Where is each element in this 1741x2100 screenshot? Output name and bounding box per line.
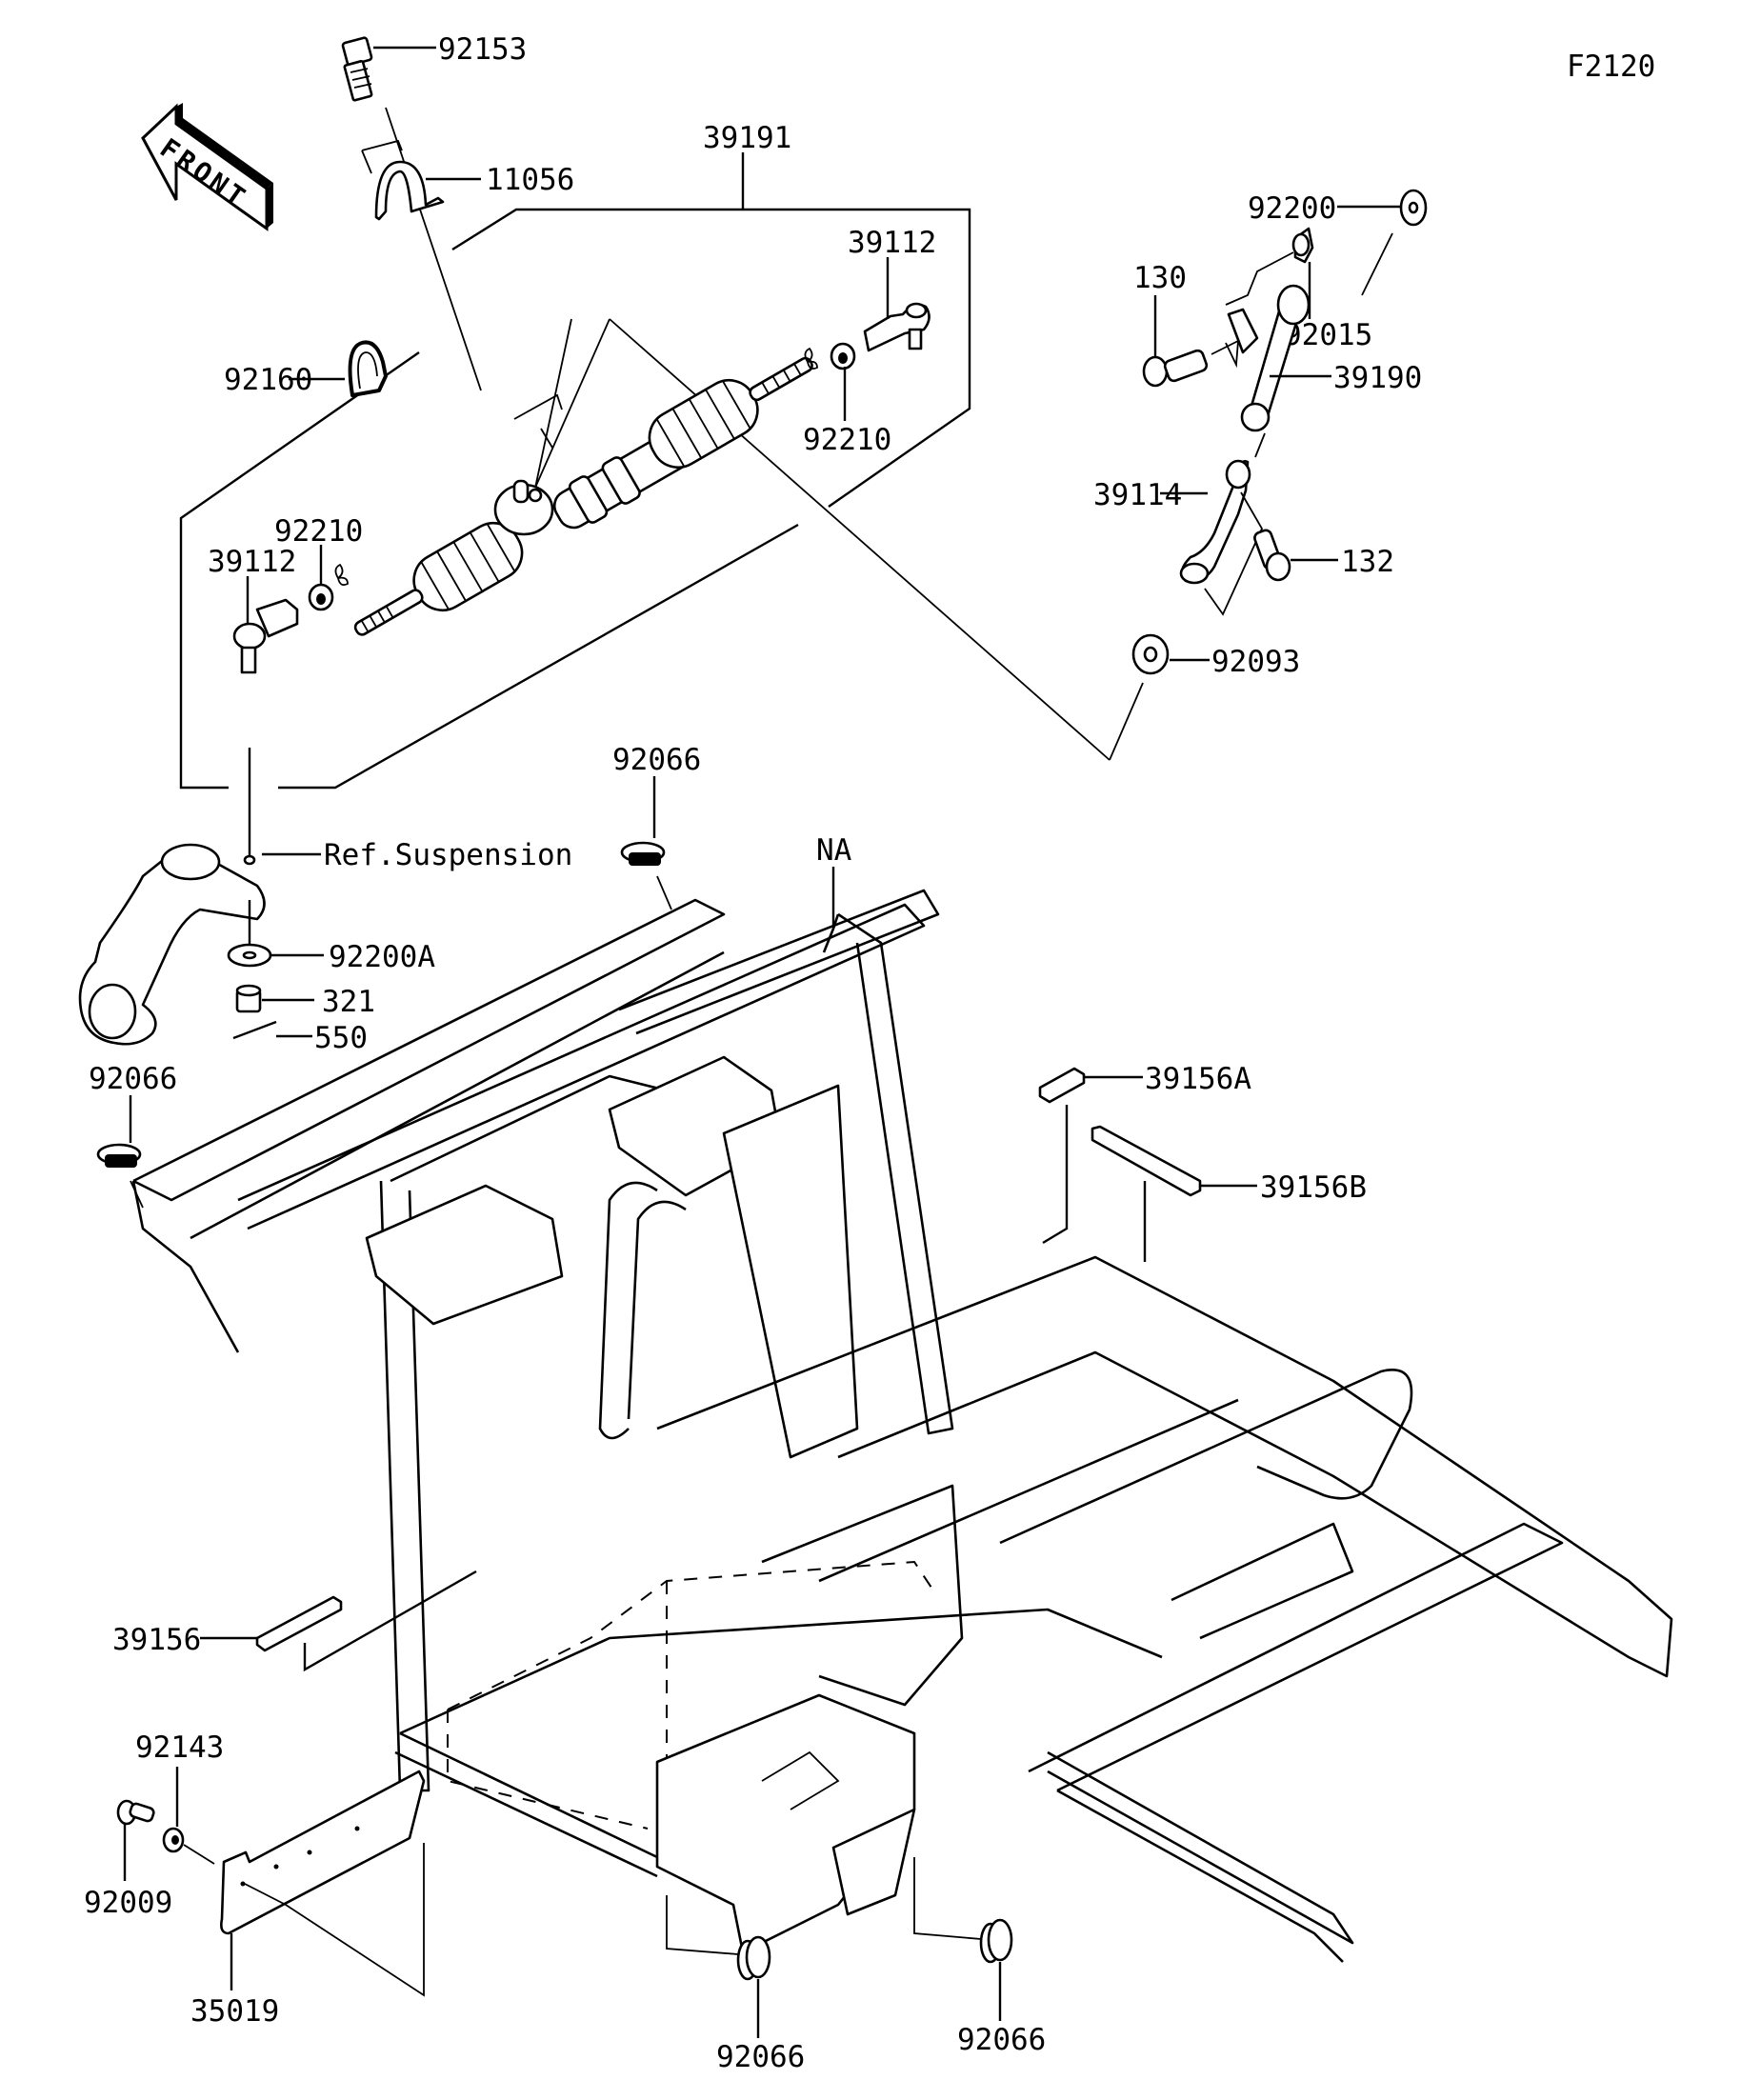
callout-92200A: 92200A [329,940,435,974]
callout-92153: 92153 [438,32,527,67]
callout-132: 132 [1341,545,1394,579]
chassis-frame [131,889,1673,1963]
pad-39156 [255,1595,343,1652]
callout-39112-left: 39112 [208,545,296,579]
bushing-92160 [348,340,388,397]
callout-39112-right: 39112 [848,226,936,260]
plug-92066-bottom-right [979,1918,1013,1964]
callout-550: 550 [314,1021,368,1055]
cotter-pin-550 [232,1020,277,1040]
steering-rack [353,318,1111,761]
callout-39114: 39114 [1093,478,1182,512]
callout-92210-right: 92210 [803,423,891,457]
callout-92143: 92143 [135,1730,224,1765]
washer-92143 [162,1827,185,1853]
callout-321: 321 [322,985,375,1019]
callout-35019: 35019 [190,1994,279,2029]
nut-92015 [1291,227,1314,264]
callout-92200: 92200 [1248,191,1336,226]
callout-92210-left: 92210 [274,514,363,549]
cotter-pin-left [334,563,349,587]
callout-92093: 92093 [1211,645,1300,679]
callout-39191: 39191 [703,121,791,155]
bolt-130 [1142,349,1209,388]
pad-39156A [1038,1067,1086,1104]
grommet-92066-top [620,841,666,866]
not-available-mark: NA [816,833,852,868]
callout-92160: 92160 [224,363,312,397]
callout-39156B: 39156B [1260,1170,1367,1205]
screw-92009 [116,1799,155,1826]
tie-rod-end-39112-left [232,598,299,674]
callout-92066-top: 92066 [612,743,701,777]
reference-note: Ref.Suspension [324,838,572,872]
callout-39190: 39190 [1333,361,1422,395]
clamp-11056 [361,139,445,221]
callout-11056: 11056 [486,163,574,197]
steering-knuckle [78,843,266,1046]
seal-92093 [1131,633,1170,675]
steering-shaft-39190 [1227,284,1311,432]
plug-92066-bottom-left [736,1935,771,1981]
figure-code: F2120 [1567,50,1655,84]
cotter-pin-right [804,347,818,370]
callout-39156A: 39156A [1145,1062,1251,1096]
panel-35019 [220,1770,426,1935]
callout-92066-left: 92066 [89,1062,177,1096]
nut-92210-right [830,342,856,370]
callout-130: 130 [1133,261,1187,295]
grommet-92066-left [96,1143,142,1168]
castle-nut-321 [235,984,262,1013]
callout-92066-bottom-left: 92066 [716,2040,805,2074]
bolt-92153 [341,36,373,102]
pad-39156B [1091,1125,1202,1197]
tie-rod-end-39112-right [863,302,931,352]
washer-92200A [227,943,272,968]
callout-92066-bottom-right: 92066 [957,2023,1046,2057]
front-arrow-icon: FRONT [141,103,273,231]
nut-92210-left [308,583,334,611]
washer-92200 [1399,189,1428,227]
bolt-132 [1253,529,1291,582]
callout-92009: 92009 [84,1886,172,1920]
u-joint-39114 [1179,459,1251,585]
callout-39156: 39156 [112,1623,201,1657]
rack-assembly-bracket [179,152,971,790]
